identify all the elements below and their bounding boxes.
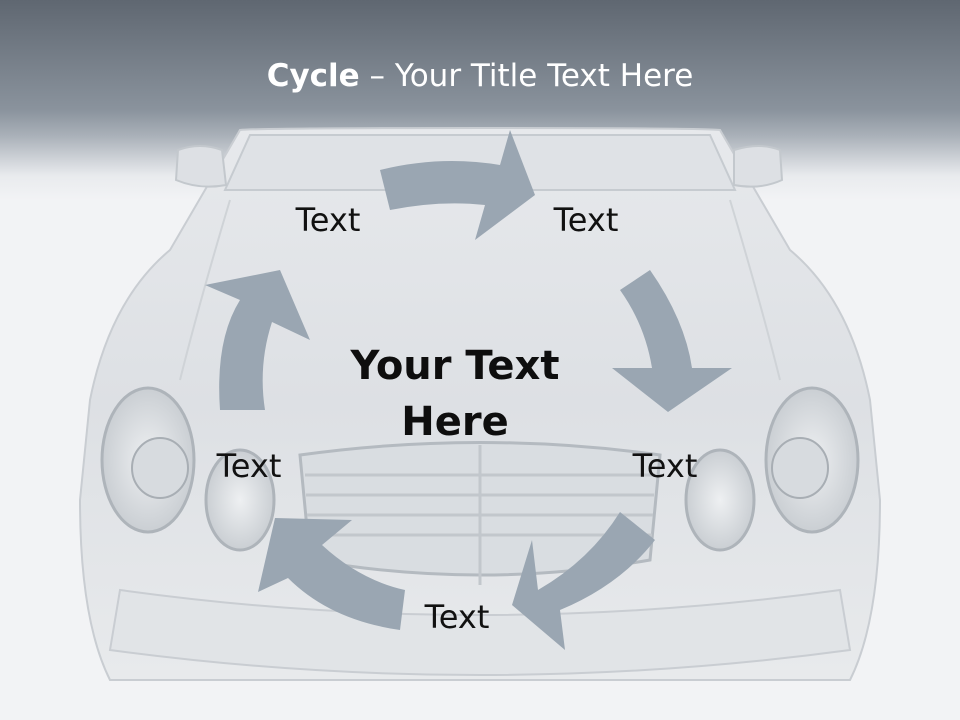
center-text: Your Text Here bbox=[350, 343, 560, 445]
page-title: Cycle – Your Title Text Here bbox=[0, 54, 960, 98]
cycle-arrow-bottom-right bbox=[512, 512, 655, 650]
cycle-arrows bbox=[205, 130, 732, 650]
cycle-label-right: Text bbox=[632, 447, 698, 485]
cycle-arrow-top bbox=[380, 130, 535, 240]
cycle-label-top-left: Text bbox=[295, 201, 361, 239]
cycle-arrow-bottom-left bbox=[258, 518, 405, 630]
cycle-label-bottom: Text bbox=[424, 598, 490, 636]
cycle-arrow-right bbox=[612, 270, 732, 412]
cycle-arrow-left bbox=[205, 270, 310, 410]
title-rest: – Your Title Text Here bbox=[359, 58, 694, 94]
cycle-label-left: Text bbox=[216, 447, 282, 485]
cycle-label-top-right: Text bbox=[553, 201, 619, 239]
title-bold: Cycle bbox=[266, 58, 360, 94]
